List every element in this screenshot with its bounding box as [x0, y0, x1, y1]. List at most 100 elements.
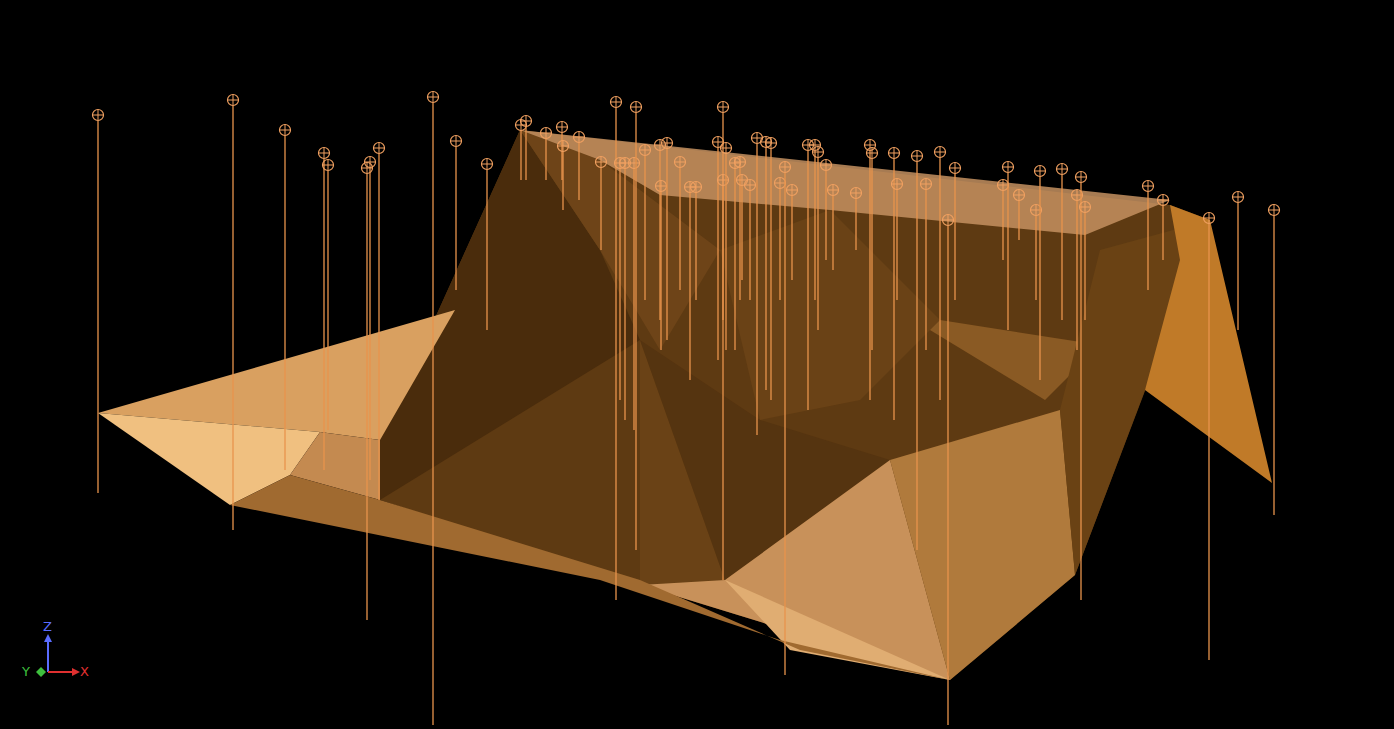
collar-cross — [735, 157, 746, 168]
collar-marker — [662, 138, 673, 149]
collar-marker — [374, 143, 385, 154]
collar-cross — [950, 163, 961, 174]
drillhole — [1003, 162, 1014, 331]
drillhole — [737, 175, 748, 281]
drillhole-trace — [600, 168, 601, 250]
collar-cross — [611, 97, 622, 108]
collar-marker — [828, 185, 839, 196]
drillhole-trace — [619, 169, 620, 400]
collar-cross — [374, 143, 385, 154]
collar-cross — [482, 159, 493, 170]
drillhole — [1158, 195, 1169, 261]
drillhole — [596, 157, 607, 251]
collar-cross — [656, 181, 667, 192]
collar-cross — [892, 179, 903, 190]
drillhole-trace — [660, 192, 661, 350]
drillhole — [1014, 190, 1025, 241]
drillhole-trace — [455, 147, 456, 290]
drillhole — [319, 148, 330, 471]
collar-marker — [1035, 166, 1046, 177]
drillhole-trace — [817, 158, 818, 330]
drillhole — [821, 160, 832, 261]
collar-cross — [1080, 202, 1091, 213]
drillhole — [780, 162, 791, 676]
collar-marker — [935, 147, 946, 158]
collar-marker — [428, 92, 439, 103]
collar-marker — [865, 140, 876, 151]
collar-cross — [631, 102, 642, 113]
drillhole — [365, 157, 376, 481]
collar-cross — [813, 147, 824, 158]
drillhole — [1080, 202, 1091, 321]
collar-cross — [828, 185, 839, 196]
collar-cross — [640, 145, 651, 156]
collar-marker — [1233, 192, 1244, 203]
collar-cross — [655, 140, 666, 151]
collar-marker — [558, 141, 569, 152]
axis-label-x: X — [80, 665, 89, 679]
drillhole-trace — [855, 199, 856, 250]
collar-cross — [766, 138, 777, 149]
collar-cross — [998, 180, 1009, 191]
collar-marker — [365, 157, 376, 168]
drillhole-trace — [1084, 213, 1085, 320]
drillhole-trace — [679, 168, 680, 290]
drillhole-trace — [695, 193, 696, 300]
drillhole-trace — [1273, 216, 1274, 515]
drillhole-trace — [734, 169, 735, 350]
collar-cross — [428, 92, 439, 103]
collar-cross — [718, 102, 729, 113]
axis-label-y: Y — [22, 665, 30, 679]
collar-cross — [1076, 172, 1087, 183]
drillhole-trace — [545, 139, 546, 180]
drillhole-trace — [432, 103, 433, 725]
collar-marker — [821, 160, 832, 171]
drillhole-trace — [739, 168, 740, 300]
collar-cross — [713, 137, 724, 148]
drillhole — [323, 160, 334, 431]
drillhole-trace — [578, 143, 579, 200]
drillhole-trace — [784, 173, 785, 675]
collar-cross — [745, 180, 756, 191]
drillhole — [718, 102, 729, 581]
x-axis — [48, 671, 74, 673]
collar-cross — [935, 147, 946, 158]
collar-marker — [280, 125, 291, 136]
collar-cross — [1233, 192, 1244, 203]
collar-marker — [521, 116, 532, 127]
drillhole — [374, 143, 385, 501]
drillhole — [1143, 181, 1154, 291]
collar-cross — [721, 143, 732, 154]
collar-marker — [1057, 164, 1068, 175]
drillhole — [558, 141, 569, 211]
collar-marker — [93, 110, 104, 121]
drillhole — [921, 179, 932, 351]
drillhole-trace — [1039, 177, 1040, 380]
collar-marker — [541, 128, 552, 139]
z-arrowhead — [44, 634, 52, 642]
collar-cross — [1143, 181, 1154, 192]
surface-facet — [380, 130, 640, 500]
collar-marker — [629, 158, 640, 169]
collar-marker — [574, 132, 585, 143]
drillhole — [611, 97, 622, 601]
collar-cross — [596, 157, 607, 168]
drillhole-trace — [284, 136, 285, 470]
drillhole — [482, 159, 493, 331]
drillhole — [675, 157, 686, 291]
collar-cross — [1014, 190, 1025, 201]
drillhole — [228, 95, 239, 531]
collar-cross — [1158, 195, 1169, 206]
drillhole-trace — [814, 151, 815, 300]
drillhole — [912, 151, 923, 551]
drillhole-trace — [925, 190, 926, 350]
collar-marker — [1003, 162, 1014, 173]
collar-marker — [889, 148, 900, 159]
collar-marker — [921, 179, 932, 190]
drillhole — [1204, 213, 1215, 661]
collar-cross — [921, 179, 932, 190]
drillhole — [691, 182, 702, 301]
collar-cross — [521, 116, 532, 127]
drillhole-trace — [1147, 192, 1148, 290]
